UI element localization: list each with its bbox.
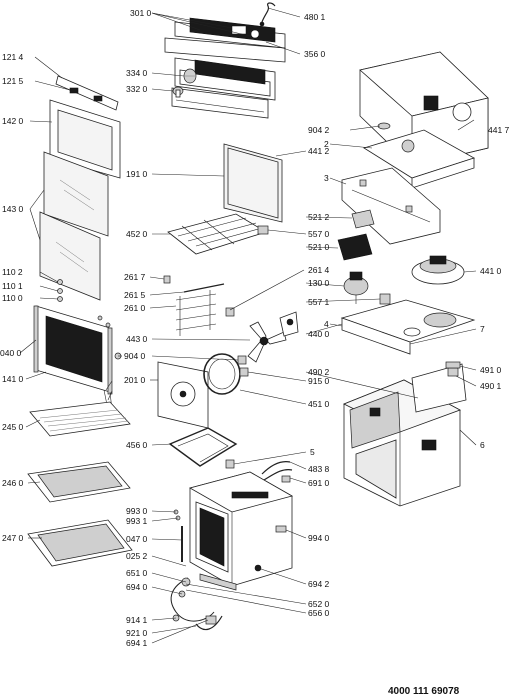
label-4510: 451 0 xyxy=(308,399,330,409)
label-6560: 656 0 xyxy=(308,608,330,618)
label-5571: 557 1 xyxy=(308,297,330,307)
door-hinge-bracket xyxy=(55,75,119,111)
label-1215: 121 5 xyxy=(2,76,24,86)
label-4838: 483 8 xyxy=(308,464,330,474)
label-2: 2 xyxy=(324,139,329,149)
back-panel-1910 xyxy=(223,143,283,223)
label-3560: 356 0 xyxy=(304,49,326,59)
wire-rack-2450 xyxy=(29,401,131,437)
label-2615: 261 5 xyxy=(124,290,146,300)
fan-cover-4400 xyxy=(340,299,476,355)
label-6510: 651 0 xyxy=(126,568,148,578)
label-1420: 142 0 xyxy=(2,116,24,126)
label-0252: 025 2 xyxy=(126,551,148,561)
sensor-5571 xyxy=(379,293,391,305)
label-5: 5 xyxy=(310,447,315,457)
oven-cavity-9940 xyxy=(173,471,294,591)
label-4910: 491 0 xyxy=(480,365,502,375)
label-6941: 694 1 xyxy=(126,638,148,648)
label-1300: 130 0 xyxy=(308,278,330,288)
label-2450: 245 0 xyxy=(2,422,24,432)
label-0470: 047 0 xyxy=(126,534,148,544)
label-2010: 201 0 xyxy=(124,375,146,385)
label-1101: 110 1 xyxy=(2,281,23,291)
switch-5212 xyxy=(351,209,375,229)
label-6520: 652 0 xyxy=(308,599,330,609)
label-3: 3 xyxy=(324,173,329,183)
label-2614: 261 4 xyxy=(308,265,330,275)
fan-housing-2 xyxy=(363,129,475,189)
label-4: 4 xyxy=(324,319,329,329)
side-rails-2610 xyxy=(163,275,225,336)
knob-3340 xyxy=(183,68,197,84)
drawing-reference-code: 4000 111 69078 xyxy=(388,686,460,697)
label-4410: 441 0 xyxy=(480,266,502,276)
bottom-element-4560 xyxy=(168,427,238,469)
label-5212: 521 2 xyxy=(308,212,330,222)
label-2470: 247 0 xyxy=(2,533,24,543)
label-9940: 994 0 xyxy=(308,533,330,543)
label-2460: 246 0 xyxy=(2,478,24,488)
rear-cover-2010 xyxy=(157,361,209,429)
label-3320: 332 0 xyxy=(126,84,148,94)
label-1910: 191 0 xyxy=(126,169,148,179)
label-3340: 334 0 xyxy=(126,68,148,78)
baking-tray-2460 xyxy=(27,461,131,503)
cables-4838 xyxy=(261,461,293,483)
fan-blade-4430 xyxy=(225,307,299,363)
motor-1300 xyxy=(343,271,369,304)
label-1102: 110 2 xyxy=(2,267,23,277)
label-1430: 143 0 xyxy=(2,204,24,214)
label-6942: 694 2 xyxy=(308,579,330,589)
label-9141: 914 1 xyxy=(126,615,148,625)
door-glass-panels-1430 xyxy=(39,151,109,301)
part-labels: 301 0 480 1 356 0 334 0 332 0 121 4 121 … xyxy=(0,8,510,697)
label-4902: 490 2 xyxy=(308,367,330,377)
circular-element-4510 xyxy=(203,353,249,395)
label-1214: 121 4 xyxy=(2,52,24,62)
fan-motor-4410 xyxy=(411,255,465,285)
label-4400: 440 0 xyxy=(308,329,330,339)
label-4901: 490 1 xyxy=(480,381,502,391)
label-4412: 441 2 xyxy=(308,146,330,156)
bracket-3 xyxy=(341,167,441,245)
door-inner-frame-1420 xyxy=(49,99,121,179)
label-4417: 441 7 xyxy=(488,125,510,135)
outer-casing-6 xyxy=(343,379,461,507)
leader-lines xyxy=(19,7,477,644)
label-9042: 904 2 xyxy=(308,125,330,135)
label-4560: 456 0 xyxy=(126,440,148,450)
label-7: 7 xyxy=(480,324,485,334)
back-plate-4901 xyxy=(411,363,467,413)
label-4430: 443 0 xyxy=(126,334,148,344)
control-panel-assembly xyxy=(164,17,286,119)
label-6910: 691 0 xyxy=(308,478,330,488)
label-6940: 694 0 xyxy=(126,582,148,592)
label-1410: 141 0 xyxy=(2,374,24,384)
timer-5210 xyxy=(337,231,373,261)
label-9930: 993 0 xyxy=(126,506,148,516)
label-0400: 040 0 xyxy=(0,348,22,358)
label-2617: 261 7 xyxy=(124,272,146,282)
door-screws xyxy=(57,279,122,360)
label-6: 6 xyxy=(480,440,485,450)
label-5210: 521 0 xyxy=(308,242,330,252)
label-9210: 921 0 xyxy=(126,628,148,638)
label-9150: 915 0 xyxy=(308,376,330,386)
label-2610: 261 0 xyxy=(124,303,146,313)
baking-tray-2470 xyxy=(27,519,133,567)
label-5570: 557 0 xyxy=(308,229,330,239)
label-1100: 110 0 xyxy=(2,293,23,303)
grill-element-4520 xyxy=(167,213,269,255)
label-3010: 301 0 xyxy=(130,8,152,18)
label-9931: 993 1 xyxy=(126,516,148,526)
label-4801: 480 1 xyxy=(304,12,326,22)
label-4520: 452 0 xyxy=(126,229,148,239)
door-outer-panel-1410 xyxy=(33,305,113,411)
wire-harness-4801 xyxy=(259,2,276,27)
label-9040: 904 0 xyxy=(124,351,146,361)
connector-4910 xyxy=(445,361,461,369)
